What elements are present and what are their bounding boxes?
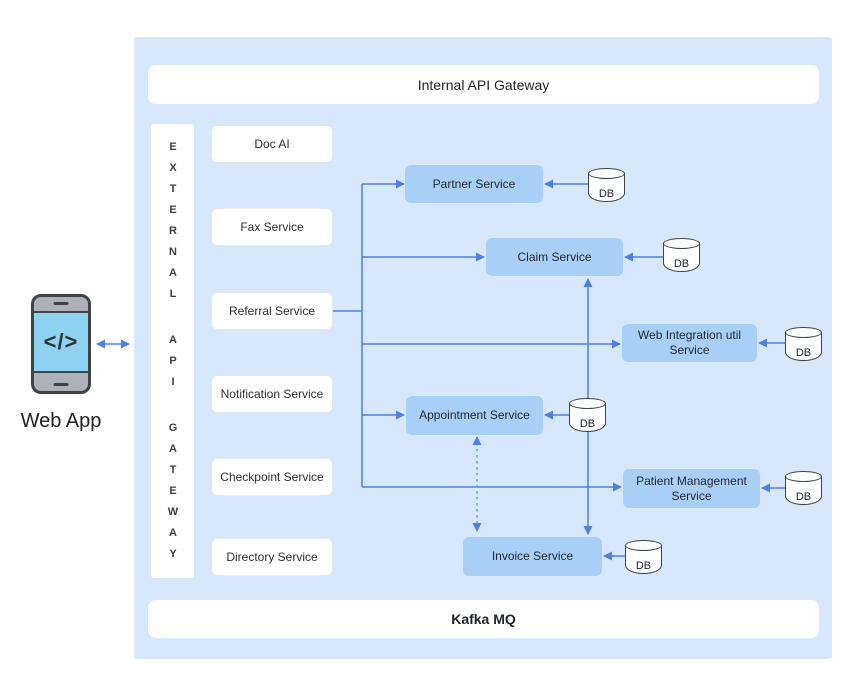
service-box-partner: Partner Service xyxy=(405,165,543,203)
service-box-directory: Directory Service xyxy=(211,538,333,576)
mobile-phone-icon: </> xyxy=(31,294,91,394)
db-label: DB xyxy=(635,560,652,572)
service-label: Directory Service xyxy=(226,550,318,564)
phone-speaker-bar xyxy=(53,302,69,305)
db-cylinder-top xyxy=(625,540,662,551)
service-box-checkpoint: Checkpoint Service xyxy=(211,458,333,496)
db-label: DB xyxy=(673,258,690,270)
service-box-invoice: Invoice Service xyxy=(463,537,602,576)
service-label: Claim Service xyxy=(517,249,592,264)
service-label: Fax Service xyxy=(240,220,304,234)
code-icon: </> xyxy=(43,329,79,354)
external-word: EXTERNAL xyxy=(167,141,179,309)
service-label: Appointment Service xyxy=(419,408,530,422)
service-label: Patient Management Service xyxy=(636,473,747,503)
database-icon-partner: DB xyxy=(588,168,625,202)
service-label: Invoice Service xyxy=(491,549,574,563)
service-box-doc-ai: Doc AI xyxy=(211,125,333,163)
db-label: DB xyxy=(795,491,812,503)
database-icon-invoice: DB xyxy=(625,540,662,574)
service-label: Referral Service xyxy=(228,304,316,318)
db-cylinder-top xyxy=(588,168,625,179)
db-cylinder-top xyxy=(785,327,822,338)
service-box-appointment: Appointment Service xyxy=(406,396,543,435)
db-label: DB xyxy=(598,188,615,200)
kafka-mq-bar: Kafka MQ xyxy=(148,600,819,638)
database-icon-patient: DB xyxy=(785,471,822,505)
web-app-label: Web App xyxy=(20,410,102,432)
database-icon-claim: DB xyxy=(663,238,700,272)
service-label: Doc AI xyxy=(254,137,290,151)
kafka-mq-label: Kafka MQ xyxy=(451,611,516,627)
db-label: DB xyxy=(579,418,596,430)
database-icon-appointment: DB xyxy=(569,398,606,432)
phone-screen: </> xyxy=(34,311,88,373)
gateway-word: GATEWAY xyxy=(167,422,179,569)
db-label: DB xyxy=(795,347,812,359)
api-word: API xyxy=(167,334,179,397)
external-api-gateway-column: EXTERNAL API GATEWAY xyxy=(151,124,194,578)
service-box-patient-management: Patient Management Service xyxy=(623,469,760,508)
service-box-web-integration-util: Web Integration util Service xyxy=(622,324,757,362)
db-cylinder-top xyxy=(785,471,822,482)
phone-home-bar xyxy=(53,383,69,386)
service-box-notification: Notification Service xyxy=(211,375,333,413)
db-cylinder-top xyxy=(663,238,700,249)
internal-api-gateway-label: Internal API Gateway xyxy=(417,76,550,93)
database-icon-web-integration: DB xyxy=(785,327,822,361)
service-label: Checkpoint Service xyxy=(220,470,324,484)
service-box-fax: Fax Service xyxy=(211,208,333,246)
service-label: Notification Service xyxy=(220,387,324,401)
service-box-referral: Referral Service xyxy=(211,292,333,330)
internal-api-gateway-bar: Internal API Gateway xyxy=(148,65,819,104)
db-cylinder-top xyxy=(569,398,606,409)
service-label: Web Integration util Service xyxy=(637,328,742,357)
service-label: Partner Service xyxy=(432,176,516,191)
service-box-claim: Claim Service xyxy=(486,238,623,276)
